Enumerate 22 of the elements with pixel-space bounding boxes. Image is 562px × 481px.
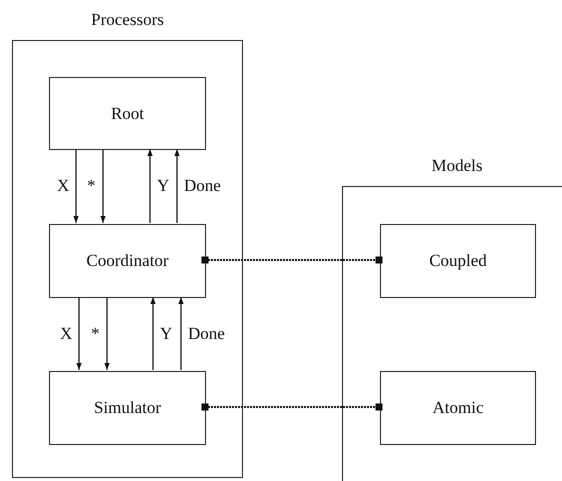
dotted-connector <box>202 256 382 264</box>
box-label: Atomic <box>432 398 484 418</box>
group-heading: Models <box>430 156 484 176</box>
arrow <box>104 297 110 370</box>
process-box <box>380 224 536 298</box>
box-label: Simulator <box>92 398 162 418</box>
box-label: Coordinator <box>85 251 170 271</box>
process-box <box>380 371 536 445</box>
arrow <box>100 149 106 223</box>
arrow <box>174 149 180 223</box>
box-label: Root <box>110 104 146 124</box>
group-heading: Processors <box>90 10 165 30</box>
process-box <box>49 371 206 445</box>
process-box <box>49 224 206 298</box>
dotted-connector <box>202 404 382 410</box>
arrow <box>147 149 153 223</box>
arrow <box>76 297 82 370</box>
arrow <box>150 297 156 370</box>
process-box <box>49 77 206 150</box>
arrow <box>73 149 79 223</box>
box-label: Coupled <box>428 251 488 271</box>
arrow <box>178 297 184 370</box>
